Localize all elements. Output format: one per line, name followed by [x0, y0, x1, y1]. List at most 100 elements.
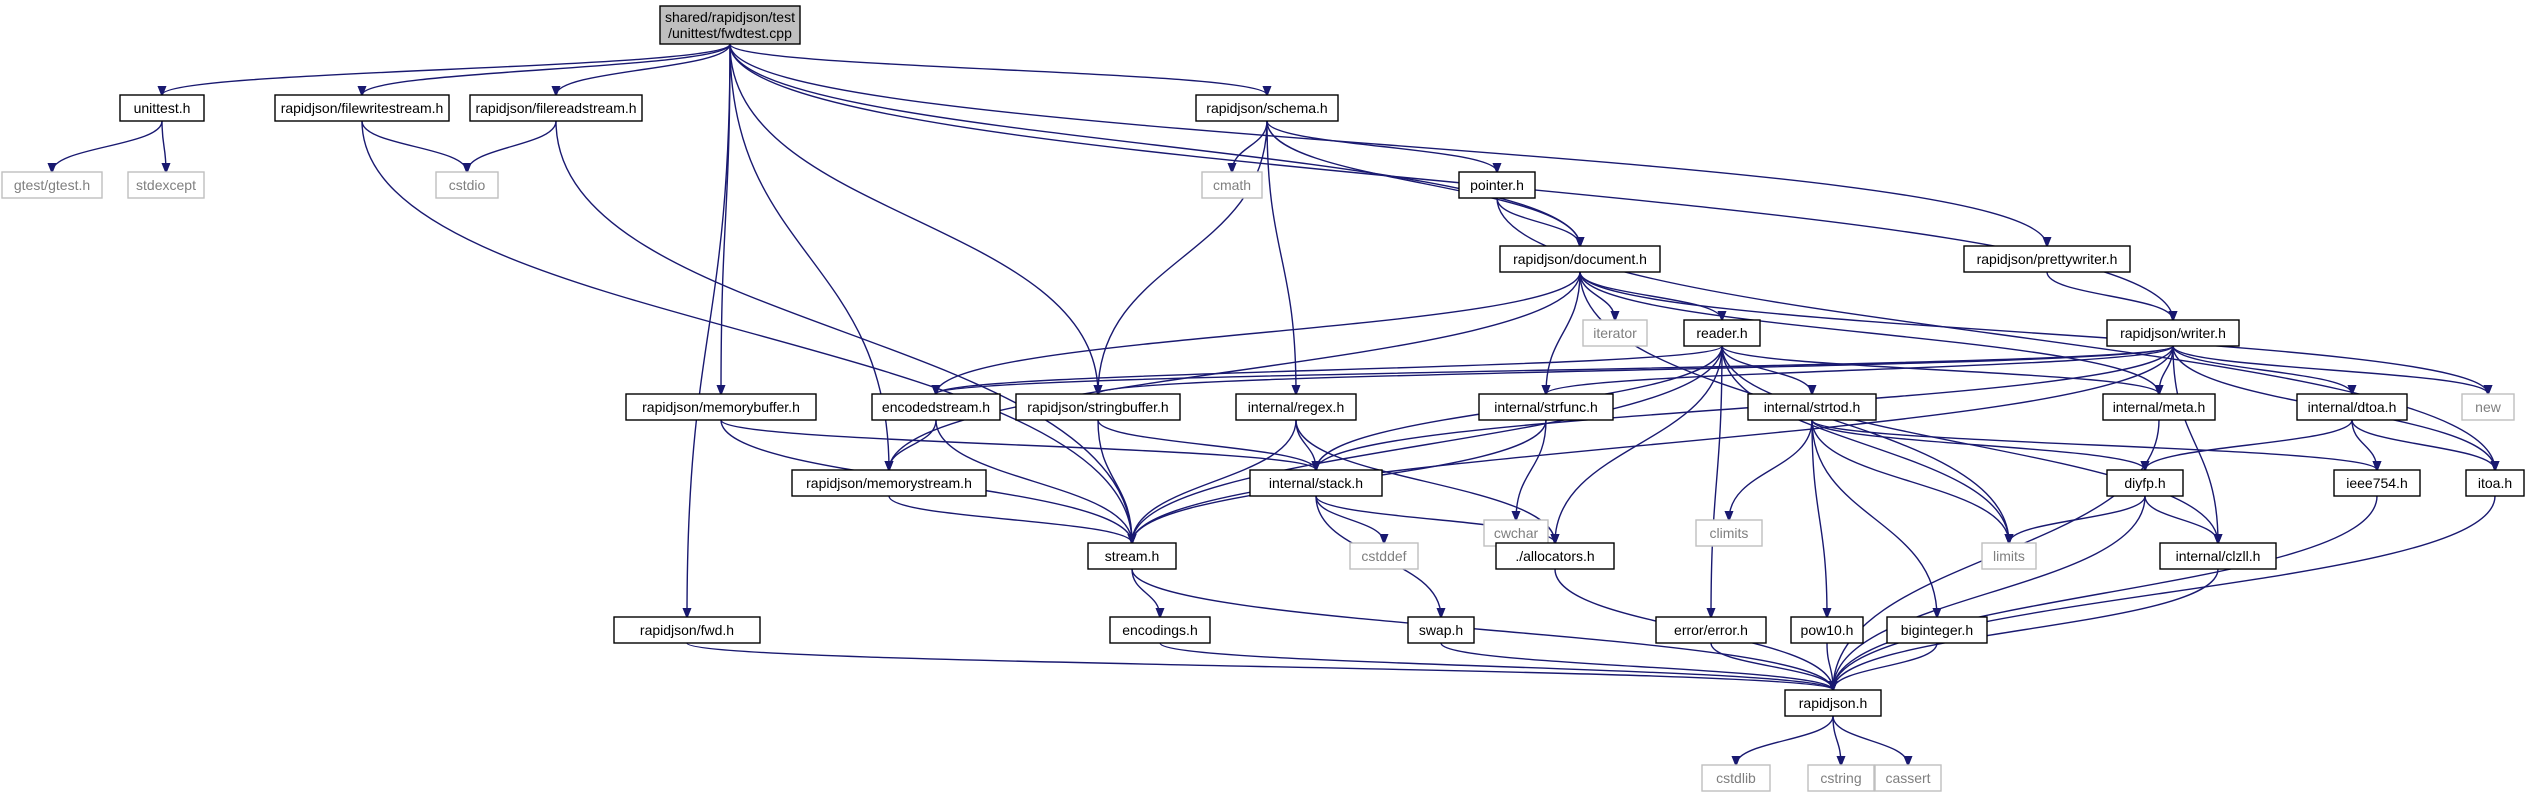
node-box	[1483, 519, 1549, 547]
node-label: internal/regex.h	[1248, 399, 1345, 415]
node-meta-h[interactable]: internal/meta.h	[2102, 393, 2216, 421]
node-limits: limits	[1981, 542, 2037, 570]
node-memorybuffer-h[interactable]: rapidjson/memorybuffer.h	[625, 393, 817, 421]
node-encodedstream-h[interactable]: encodedstream.h	[871, 393, 1001, 421]
node-box	[1874, 764, 1942, 792]
node-label: error/error.h	[1674, 622, 1748, 638]
node-label: limits	[1993, 548, 2025, 564]
node-root[interactable]: shared/rapidjson/test/unittest/fwdtest.c…	[659, 5, 801, 45]
edge-fwd-h-to-rapidjson-h	[686, 642, 1833, 690]
dependency-nodes: shared/rapidjson/test/unittest/fwdtest.c…	[1, 5, 2525, 792]
edge-schema-h-to-stringbuffer-h	[1098, 120, 1268, 394]
node-regex-h[interactable]: internal/regex.h	[1235, 393, 1357, 421]
node-stringbuffer-h[interactable]: rapidjson/stringbuffer.h	[1015, 393, 1181, 421]
node-document-h[interactable]: rapidjson/document.h	[1499, 245, 1661, 273]
edge-unittest-h-to-gtest-h	[52, 120, 163, 172]
edge-document-h-to-meta-h	[1579, 271, 2159, 394]
node-box	[127, 171, 205, 199]
node-cwchar: cwchar	[1483, 519, 1549, 547]
node-label: rapidjson/memorybuffer.h	[642, 399, 800, 415]
node-box	[1747, 393, 1877, 421]
edge-writer-h-to-stringbuffer-h	[1098, 345, 2174, 394]
edge-diyfp-h-to-clzll-h	[2144, 495, 2218, 543]
edge-prettywriter-h-to-writer-h	[2046, 271, 2173, 320]
node-error-h[interactable]: error/error.h	[1655, 616, 1767, 644]
node-fwd-h[interactable]: rapidjson/fwd.h	[613, 616, 761, 644]
node-strfunc-h[interactable]: internal/strfunc.h	[1478, 393, 1614, 421]
node-box	[2159, 542, 2277, 570]
node-box	[1582, 319, 1648, 347]
node-box	[2106, 469, 2184, 497]
node-label: stdexcept	[136, 177, 196, 193]
edge-diyfp-h-to-rapidjson-h	[1833, 495, 2146, 690]
node-filewritestream-h[interactable]: rapidjson/filewritestream.h	[274, 94, 450, 122]
node-schema-h[interactable]: rapidjson/schema.h	[1195, 94, 1339, 122]
node-box	[2102, 393, 2216, 421]
node-biginteger-h[interactable]: biginteger.h	[1886, 616, 1988, 644]
node-dtoa-h[interactable]: internal/dtoa.h	[2296, 393, 2408, 421]
node-label: ieee754.h	[2346, 475, 2408, 491]
node-stack-h[interactable]: internal/stack.h	[1249, 469, 1383, 497]
node-label: iterator	[1593, 325, 1637, 341]
node-box	[2296, 393, 2408, 421]
edge-filewritestream-h-to-cstdio	[361, 120, 467, 172]
node-pointer-h[interactable]: pointer.h	[1458, 171, 1536, 199]
node-label: diyfp.h	[2124, 475, 2165, 491]
edge-filereadstream-h-to-cstdio	[467, 120, 557, 172]
node-label: biginteger.h	[1901, 622, 1973, 638]
node-label: cassert	[1885, 770, 1930, 786]
edge-writer-h-to-stack-h	[1316, 345, 2174, 470]
node-rapidjson-h[interactable]: rapidjson.h	[1784, 689, 1882, 717]
node-writer-h[interactable]: rapidjson/writer.h	[2106, 319, 2240, 347]
node-memorystream-h[interactable]: rapidjson/memorystream.h	[791, 469, 987, 497]
edge-dtoa-h-to-diyfp-h	[2145, 419, 2353, 470]
node-box	[1015, 393, 1181, 421]
node-label: rapidjson/filewritestream.h	[281, 100, 444, 116]
node-label: internal/dtoa.h	[2308, 399, 2397, 415]
node-box	[1249, 469, 1383, 497]
edge-clzll-h-to-rapidjson-h	[1833, 568, 2219, 690]
edge-document-h-to-new	[1579, 271, 2488, 394]
node-label: ./allocators.h	[1515, 548, 1594, 564]
node-label: new	[2475, 399, 2502, 415]
node-box	[1407, 616, 1475, 644]
node-filereadstream-h[interactable]: rapidjson/filereadstream.h	[469, 94, 643, 122]
edge-reader-h-to-allocators-h	[1555, 345, 1723, 543]
edge-writer-h-to-encodedstream-h	[936, 345, 2174, 394]
edge-root-to-fwd-h	[687, 43, 731, 617]
node-box	[1790, 616, 1864, 644]
node-box	[1109, 616, 1211, 644]
node-pow10-h[interactable]: pow10.h	[1790, 616, 1864, 644]
node-reader-h[interactable]: reader.h	[1683, 319, 1761, 347]
node-clzll-h[interactable]: internal/clzll.h	[2159, 542, 2277, 570]
node-label: rapidjson/fwd.h	[640, 622, 734, 638]
node-prettywriter-h[interactable]: rapidjson/prettywriter.h	[1963, 245, 2131, 273]
node-label: itoa.h	[2478, 475, 2512, 491]
edge-reader-h-to-meta-h	[1721, 345, 2159, 394]
node-itoa-h[interactable]: itoa.h	[2465, 469, 2525, 497]
node-strtod-h[interactable]: internal/strtod.h	[1747, 393, 1877, 421]
edge-strtod-h-to-pow10-h	[1811, 419, 1827, 617]
node-unittest-h[interactable]: unittest.h	[119, 94, 205, 122]
node-box	[613, 616, 761, 644]
node-allocators-h[interactable]: ./allocators.h	[1495, 542, 1615, 570]
node-cstring: cstring	[1807, 764, 1875, 792]
node-stream-h[interactable]: stream.h	[1087, 542, 1177, 570]
node-diyfp-h[interactable]: diyfp.h	[2106, 469, 2184, 497]
node-swap-h[interactable]: swap.h	[1407, 616, 1475, 644]
node-label: /unittest/fwdtest.cpp	[668, 25, 792, 41]
node-box	[1087, 542, 1177, 570]
edge-rapidjson-h-to-cstring	[1832, 715, 1841, 765]
node-box	[1701, 764, 1771, 792]
edge-encodings-h-to-rapidjson-h	[1159, 642, 1833, 690]
node-box	[1683, 319, 1761, 347]
node-box	[659, 5, 801, 45]
node-ieee754-h[interactable]: ieee754.h	[2333, 469, 2421, 497]
edge-ieee754-h-to-rapidjson-h	[1833, 495, 2378, 690]
edge-root-to-filewritestream-h	[362, 43, 731, 95]
node-encodings-h[interactable]: encodings.h	[1109, 616, 1211, 644]
node-label: rapidjson/prettywriter.h	[1977, 251, 2118, 267]
node-label: internal/stack.h	[1269, 475, 1363, 491]
edge-dtoa-h-to-itoa-h	[2351, 419, 2495, 470]
node-box	[469, 94, 643, 122]
